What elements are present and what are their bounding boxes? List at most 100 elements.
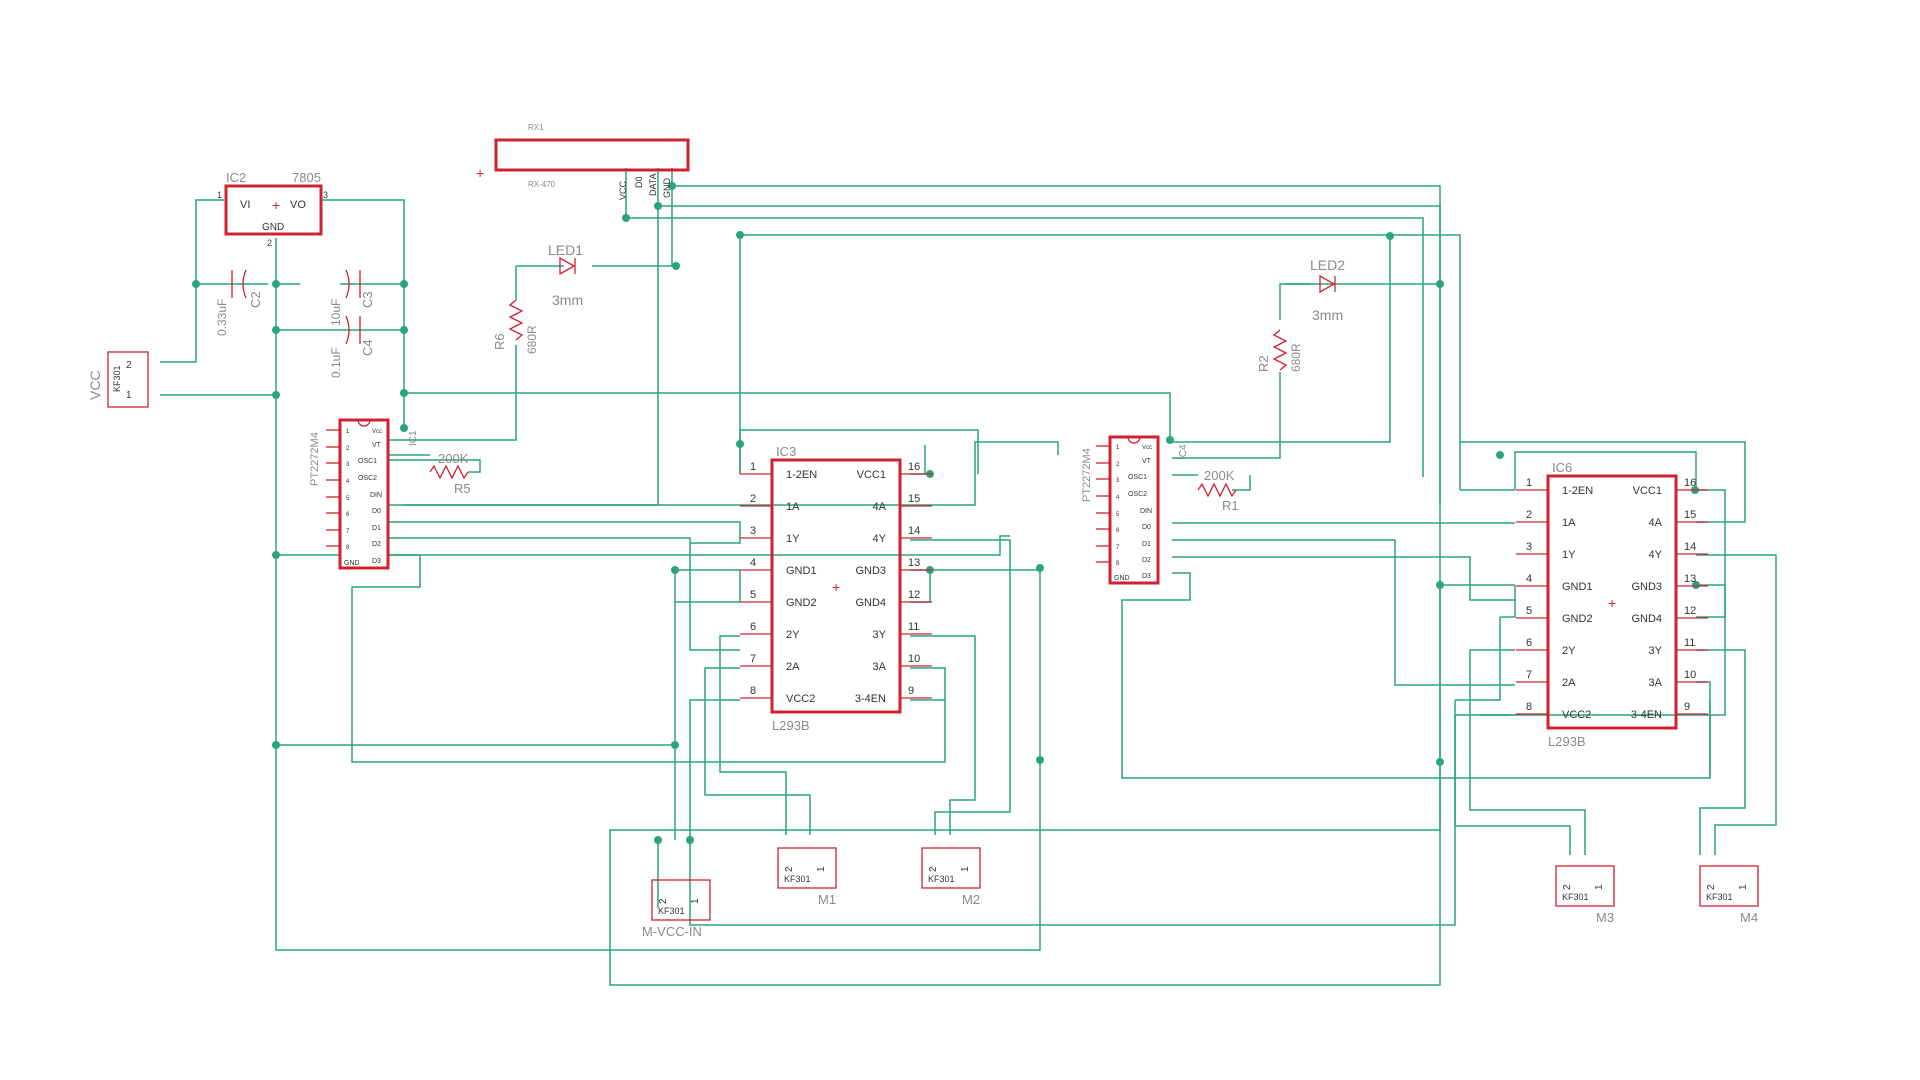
ic3-pin-name: 3-4EN (855, 693, 886, 705)
ic1-label-d1: D1 (372, 525, 381, 532)
ic3-pin-num: 3 (750, 525, 756, 537)
ic6-pin-num: 15 (1684, 509, 1696, 521)
capacitor-c3: 10uF C3 (329, 269, 375, 326)
ic4-pin-2: 2 (1116, 462, 1120, 468)
ic6-pin-name: GND4 (1631, 613, 1662, 625)
led1-name: LED1 (548, 242, 583, 258)
connector-m3-body (1555, 865, 1615, 907)
connector-m2-body (921, 847, 981, 889)
ic3-pin-num: 15 (908, 493, 920, 505)
r5-name: R5 (454, 481, 471, 496)
ic3-pin-name: GND4 (855, 597, 886, 609)
r6-value: 680R (525, 325, 539, 354)
r2-value: 680R (1289, 343, 1303, 372)
ic4-label-d1: D1 (1142, 541, 1151, 548)
connector-m4-body (1699, 865, 1759, 907)
ic6-pin-name: 1Y (1562, 549, 1576, 561)
connector-m1-body (777, 847, 837, 889)
r1-value: 200K (1204, 468, 1235, 483)
capacitor-c4-value: 0.1uF (329, 347, 343, 378)
ic3-pin-num: 1 (750, 461, 756, 473)
ic6-pin-name: GND1 (1562, 581, 1593, 593)
connector-m1-name: M1 (818, 892, 836, 907)
svg-text:+: + (476, 165, 484, 181)
rf-receiver-module: RX1 RX-470 + VCC D0 DATA GND (476, 123, 690, 200)
connector-m-vcc-in-type: KF301 (658, 906, 685, 916)
ic6-pin-num: 12 (1684, 605, 1696, 617)
ic6-pin-name: 4A (1649, 517, 1663, 529)
connector-m1-type: KF301 (784, 874, 811, 884)
ic3-pin-num: 11 (908, 621, 919, 633)
ic3-pin-name: GND2 (786, 597, 817, 609)
ic3-center-mark: + (832, 579, 840, 595)
ic6-pin-name: 1A (1562, 517, 1576, 529)
connector-m2-pin2: 2 (928, 866, 939, 872)
connector-m1-pin1: 1 (816, 866, 827, 872)
led2-size: 3mm (1312, 307, 1343, 323)
connector-m2-pin1: 1 (960, 866, 971, 872)
ic6-pin-num: 2 (1526, 509, 1532, 521)
ic4-pin-5: 5 (1116, 512, 1120, 518)
ic3-pin-name: 4Y (873, 533, 887, 545)
capacitor-c2: 0.33uF C2 (215, 269, 263, 336)
ic4-label-d3: D3 (1142, 573, 1151, 580)
ic1-label-vcc: Vcc (372, 429, 382, 435)
connector-m2-type: KF301 (928, 874, 955, 884)
connector-m2-name: M2 (962, 892, 980, 907)
led-1: LED1 3mm (548, 242, 583, 308)
ic4-pin-6: 6 (1116, 528, 1120, 534)
svg-text:+: + (272, 197, 280, 213)
rx-pin-vcc: VCC (618, 180, 628, 200)
ic3-pin-num: 13 (908, 557, 920, 569)
ic4-label-osc1: OSC1 (1128, 474, 1147, 481)
ic3-pin-num: 14 (908, 525, 920, 537)
ic3-body (770, 458, 902, 714)
ic1-pin-7: 7 (346, 529, 350, 535)
regulator-vi: VI (240, 199, 250, 211)
ic4-pin-1: 1 (1116, 445, 1120, 451)
regulator-value: 7805 (292, 170, 321, 185)
ic4-label-vt: VT (1142, 458, 1152, 465)
ic3-pin-name: GND1 (786, 565, 817, 577)
ic6-pin-num: 16 (1684, 477, 1696, 489)
connector-vcc: VCC KF301 2 1 (87, 351, 149, 408)
ic6-pin-num: 10 (1684, 669, 1696, 681)
ic6-pin-num: 8 (1526, 701, 1532, 713)
ic1-pin-1: 1 (346, 429, 350, 435)
connector-m3-pin1: 1 (1594, 884, 1605, 890)
resistor-r5: 200K R5 (429, 451, 471, 496)
connector-vcc-name: VCC (87, 370, 103, 400)
connector-m4-type: KF301 (1706, 892, 1733, 902)
ic6-body (1546, 474, 1678, 730)
ic4-pin-4: 4 (1116, 495, 1120, 501)
connector-vcc-pin2: 2 (126, 360, 132, 371)
resistor-r6: R6 680R (492, 299, 539, 354)
ic3-pin-name: 1A (786, 501, 800, 513)
ic6-pin-name: 4Y (1649, 549, 1663, 561)
ic6-pin-name: 2Y (1562, 645, 1576, 657)
ic6-pin-name: 3Y (1649, 645, 1663, 657)
ic1-pin-2: 2 (346, 446, 350, 452)
decoder-ic1: PT2272M4 IC1 1 2 3 4 5 6 7 8 GND Vcc VT … (309, 418, 419, 570)
connector-m3-name: M3 (1596, 910, 1614, 925)
regulator-name: IC2 (226, 170, 246, 185)
ic6-pin-num: 3 (1526, 541, 1532, 553)
ic1-label-d0: D0 (372, 508, 381, 515)
ic6-pin-num: 9 (1684, 701, 1690, 713)
ic4-pin-7: 7 (1116, 545, 1120, 551)
voltage-regulator: IC2 7805 VI VO GND 1 2 3 + (217, 170, 328, 248)
connector-m4-name: M4 (1740, 910, 1758, 925)
rx-value: RX-470 (528, 180, 556, 189)
connector-vcc-type: KF301 (112, 365, 122, 392)
ic3-pin-num: 9 (908, 685, 914, 697)
capacitor-c2-name: C2 (248, 291, 263, 308)
ic1-gnd: GND (344, 560, 360, 567)
ic3-pin-name: VCC2 (786, 693, 815, 705)
motor-driver-ic3: IC3L293B+11-2EN16VCC121A154A31Y144Y4GND1… (740, 444, 932, 733)
r6-name: R6 (492, 333, 507, 350)
ic3-pin-name: 3Y (873, 629, 887, 641)
regulator-vo: VO (290, 199, 306, 211)
